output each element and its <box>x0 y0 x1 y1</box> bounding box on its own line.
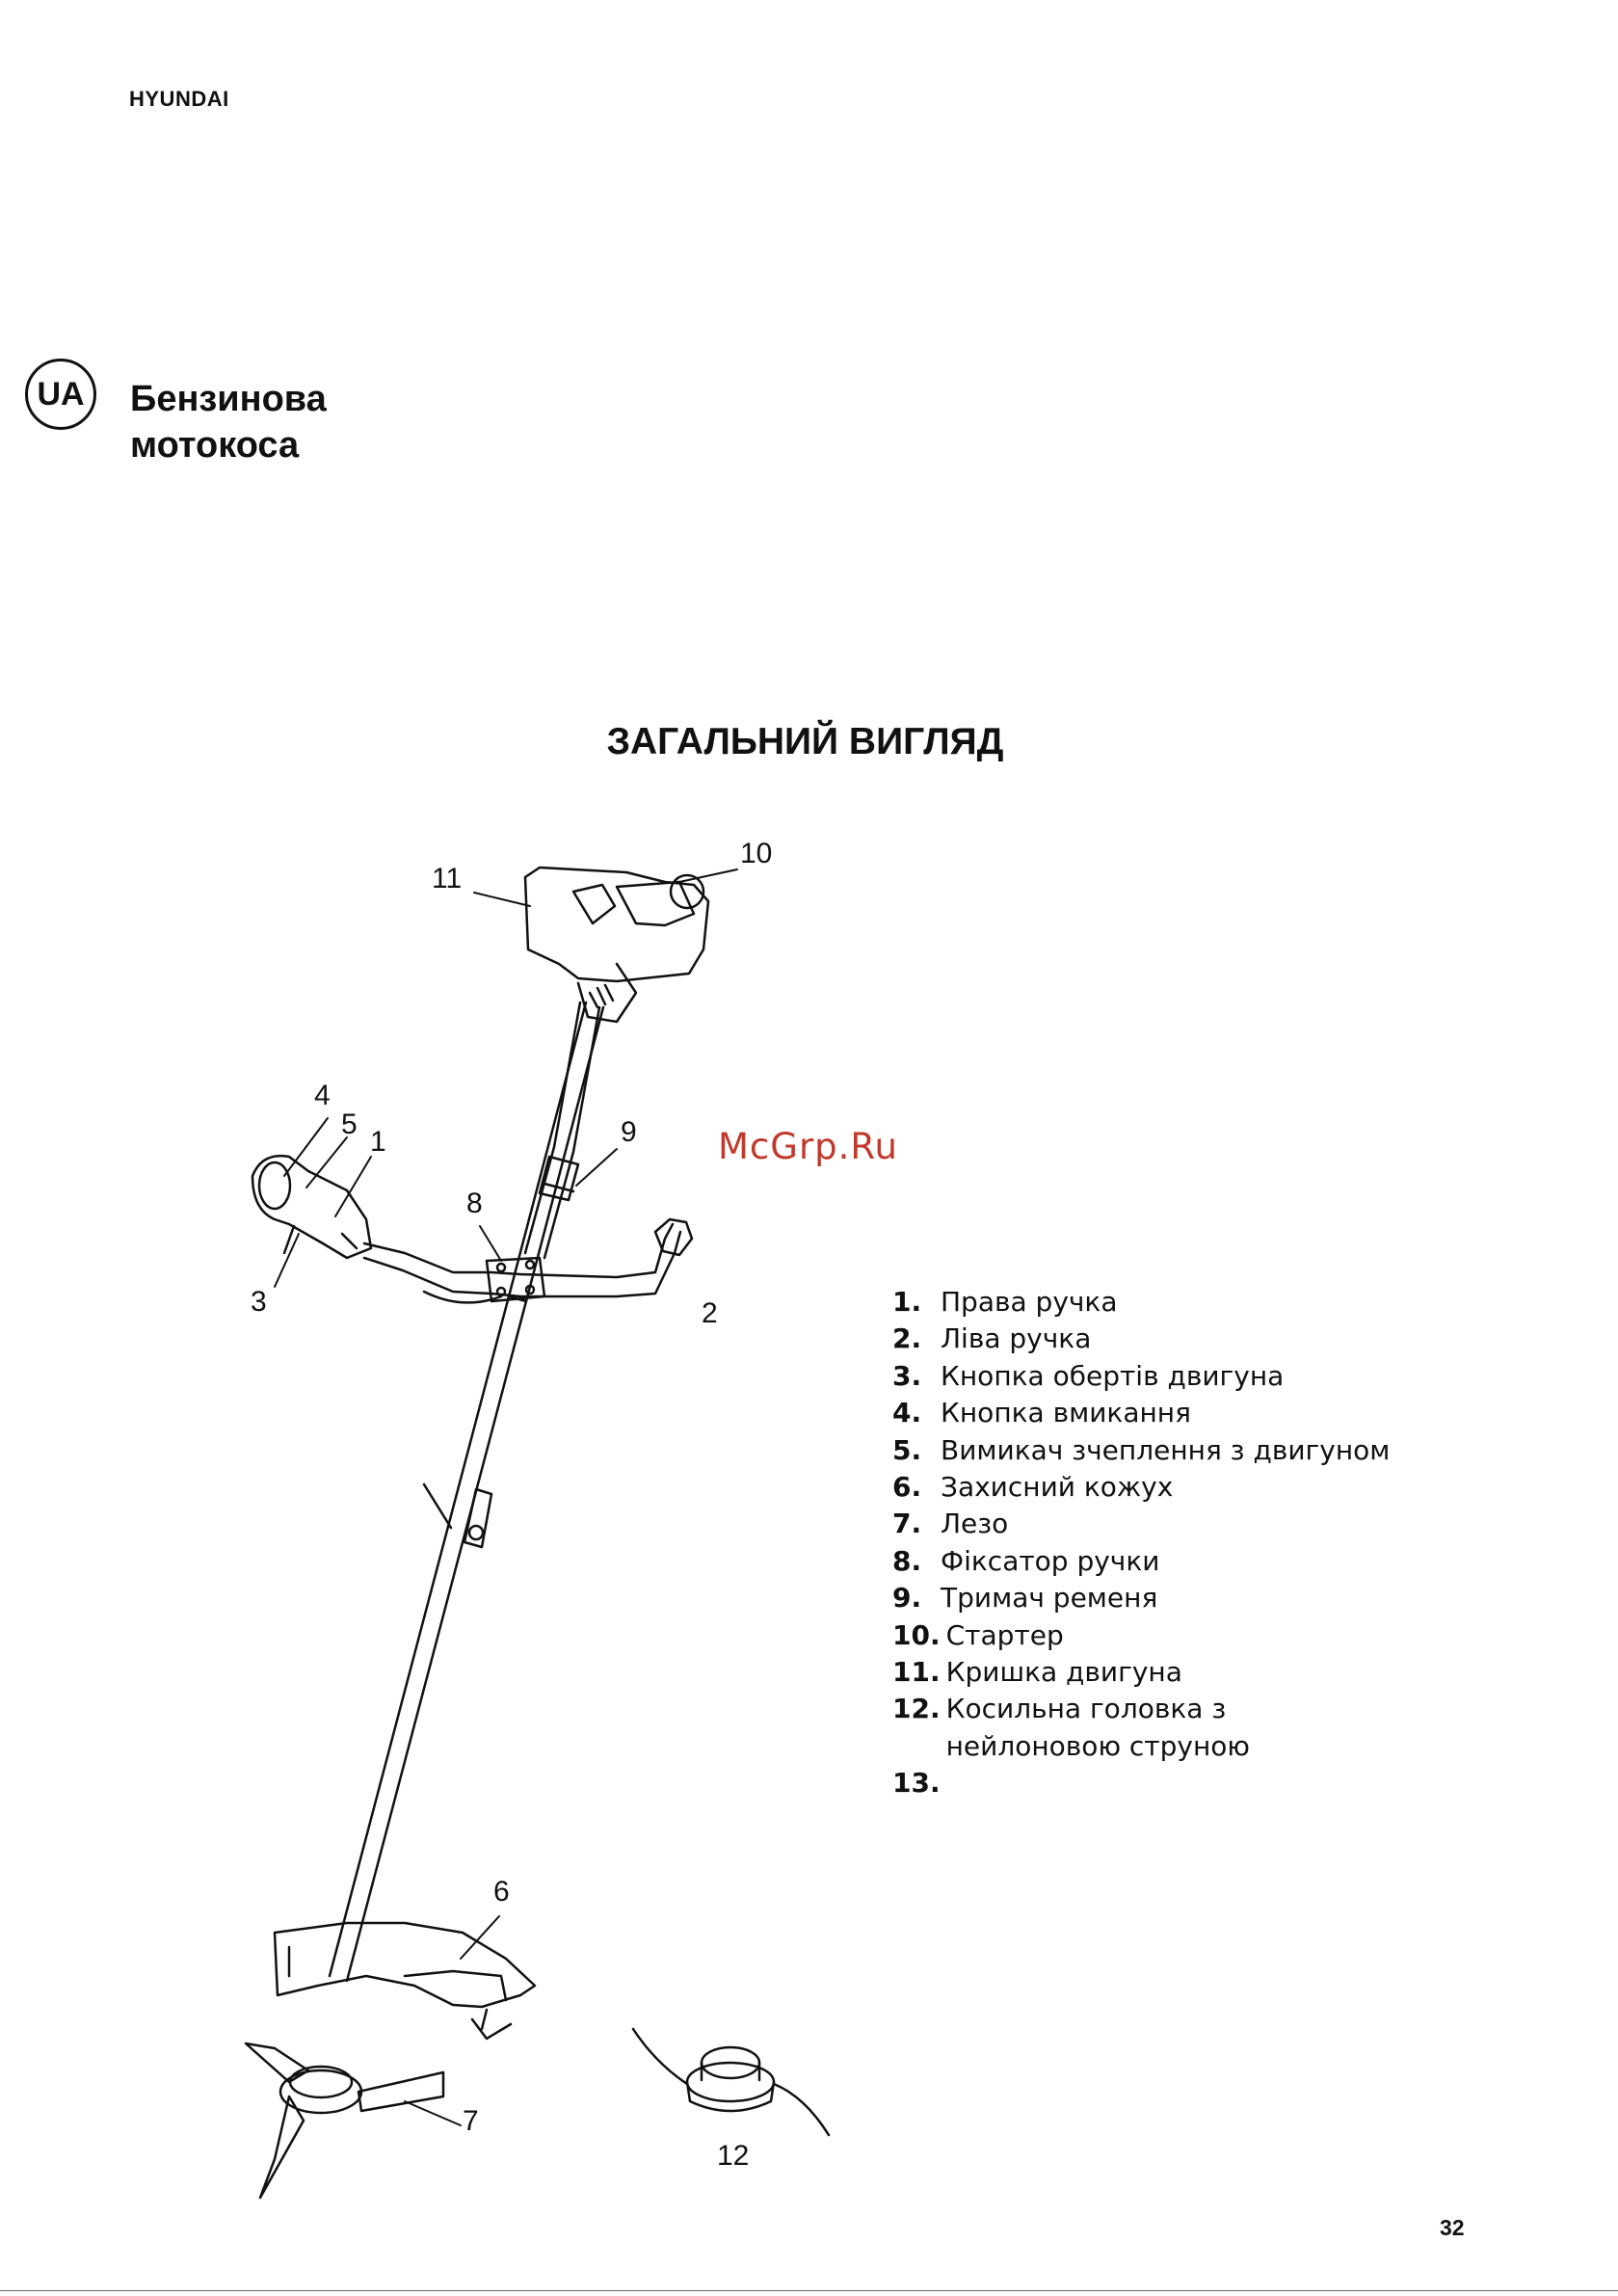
item-label: Тримач ременя <box>941 1582 1158 1615</box>
parts-list: 1. Права ручка 2. Ліва ручка 3. Кнопка обер… <box>892 1284 1390 1802</box>
item-label: Кришка двигуна <box>945 1656 1182 1689</box>
item-label: Кнопка обертів двигуна <box>941 1359 1285 1392</box>
nylon-spool-head <box>631 2027 831 2137</box>
bottom-divider <box>0 2290 1618 2291</box>
item-label: Стартер <box>945 1618 1064 1651</box>
protective-guard <box>273 1921 537 2041</box>
brand-name: HYUNDAI <box>129 87 229 111</box>
language-badge: UA <box>25 359 96 430</box>
engine-housing <box>523 866 710 1024</box>
list-item: 6. Захисний кожух <box>892 1469 1390 1506</box>
right-handle-grip <box>251 1154 373 1260</box>
section-title-text: ЗАГАЛЬНИЙ ВИГЛЯД <box>606 721 1004 762</box>
list-item: 8. Фіксатор ручки <box>892 1543 1390 1580</box>
item-number: 9. <box>892 1582 922 1615</box>
callout-leader-lines <box>274 868 738 2126</box>
item-number: 13. <box>892 1767 941 1800</box>
item-label: Косильна головка з нейлоновою струною <box>945 1693 1250 1762</box>
list-item: 7. Лезо <box>892 1506 1390 1542</box>
item-label: Лезо <box>941 1508 1009 1540</box>
callout-4: 4 <box>314 1080 331 1111</box>
item-label: Вимикач зчеплення з двигуном <box>941 1433 1391 1466</box>
callout-12: 12 <box>717 2140 749 2172</box>
callout-5: 5 <box>341 1108 358 1140</box>
document-title: Бензинова мотокоса <box>130 376 327 468</box>
list-item: 4. Кнопка вмикання <box>892 1395 1390 1431</box>
upper-shaft <box>523 1001 601 1260</box>
callout-3: 3 <box>251 1286 267 1318</box>
document-title-line: Бензинова <box>130 379 327 419</box>
handlebar <box>362 1217 694 1304</box>
item-number: 7. <box>892 1508 922 1540</box>
list-item: 11.Кришка двигуна <box>892 1654 1390 1691</box>
item-number: 3. <box>892 1359 922 1392</box>
item-label: Захисний кожух <box>941 1471 1174 1504</box>
document-title-line: мотокоса <box>130 425 300 466</box>
list-item: 13. <box>892 1765 1390 1802</box>
item-number: 8. <box>892 1544 922 1577</box>
list-item: 10.Стартер <box>892 1617 1390 1654</box>
item-number: 10. <box>892 1618 941 1651</box>
item-number: 5. <box>892 1433 922 1466</box>
callout-2: 2 <box>702 1297 718 1329</box>
item-label: Права ручка <box>941 1286 1118 1318</box>
callout-6: 6 <box>493 1876 510 1908</box>
item-label: Кнопка вмикання <box>941 1397 1191 1429</box>
callout-10: 10 <box>740 838 772 869</box>
cutting-blade <box>244 2042 445 2200</box>
brush-cutter-diagram: 11 10 4 5 1 9 8 3 2 6 7 12 <box>244 838 831 2200</box>
item-label: Фіксатор ручки <box>941 1544 1160 1577</box>
list-item: 9. Тримач ременя <box>892 1580 1390 1616</box>
callout-1: 1 <box>370 1126 386 1158</box>
callout-11: 11 <box>432 863 462 894</box>
item-label: Ліва ручка <box>941 1322 1092 1355</box>
item-number: 4. <box>892 1397 922 1429</box>
item-number: 2. <box>892 1322 922 1355</box>
list-item: 5. Вимикач зчеплення з двигуном <box>892 1432 1390 1469</box>
page-number: 32 <box>1440 2215 1465 2240</box>
list-item: 1. Права ручка <box>892 1284 1390 1321</box>
list-item: 12.Косильна головка з нейлоновою струною <box>892 1691 1390 1765</box>
item-number: 6. <box>892 1471 922 1504</box>
item-number: 12. <box>892 1693 941 1725</box>
item-number: 1. <box>892 1286 922 1318</box>
watermark: McGrp.Ru <box>718 1126 898 1167</box>
callout-8: 8 <box>466 1188 483 1219</box>
section-title: ЗАГАЛЬНИЙ ВИГЛЯД <box>0 721 1618 763</box>
item-number: 11. <box>892 1656 941 1689</box>
callout-9: 9 <box>621 1116 637 1148</box>
list-item: 3. Кнопка обертів двигуна <box>892 1358 1390 1395</box>
callout-7: 7 <box>463 2105 479 2137</box>
list-item: 2. Ліва ручка <box>892 1321 1390 1357</box>
